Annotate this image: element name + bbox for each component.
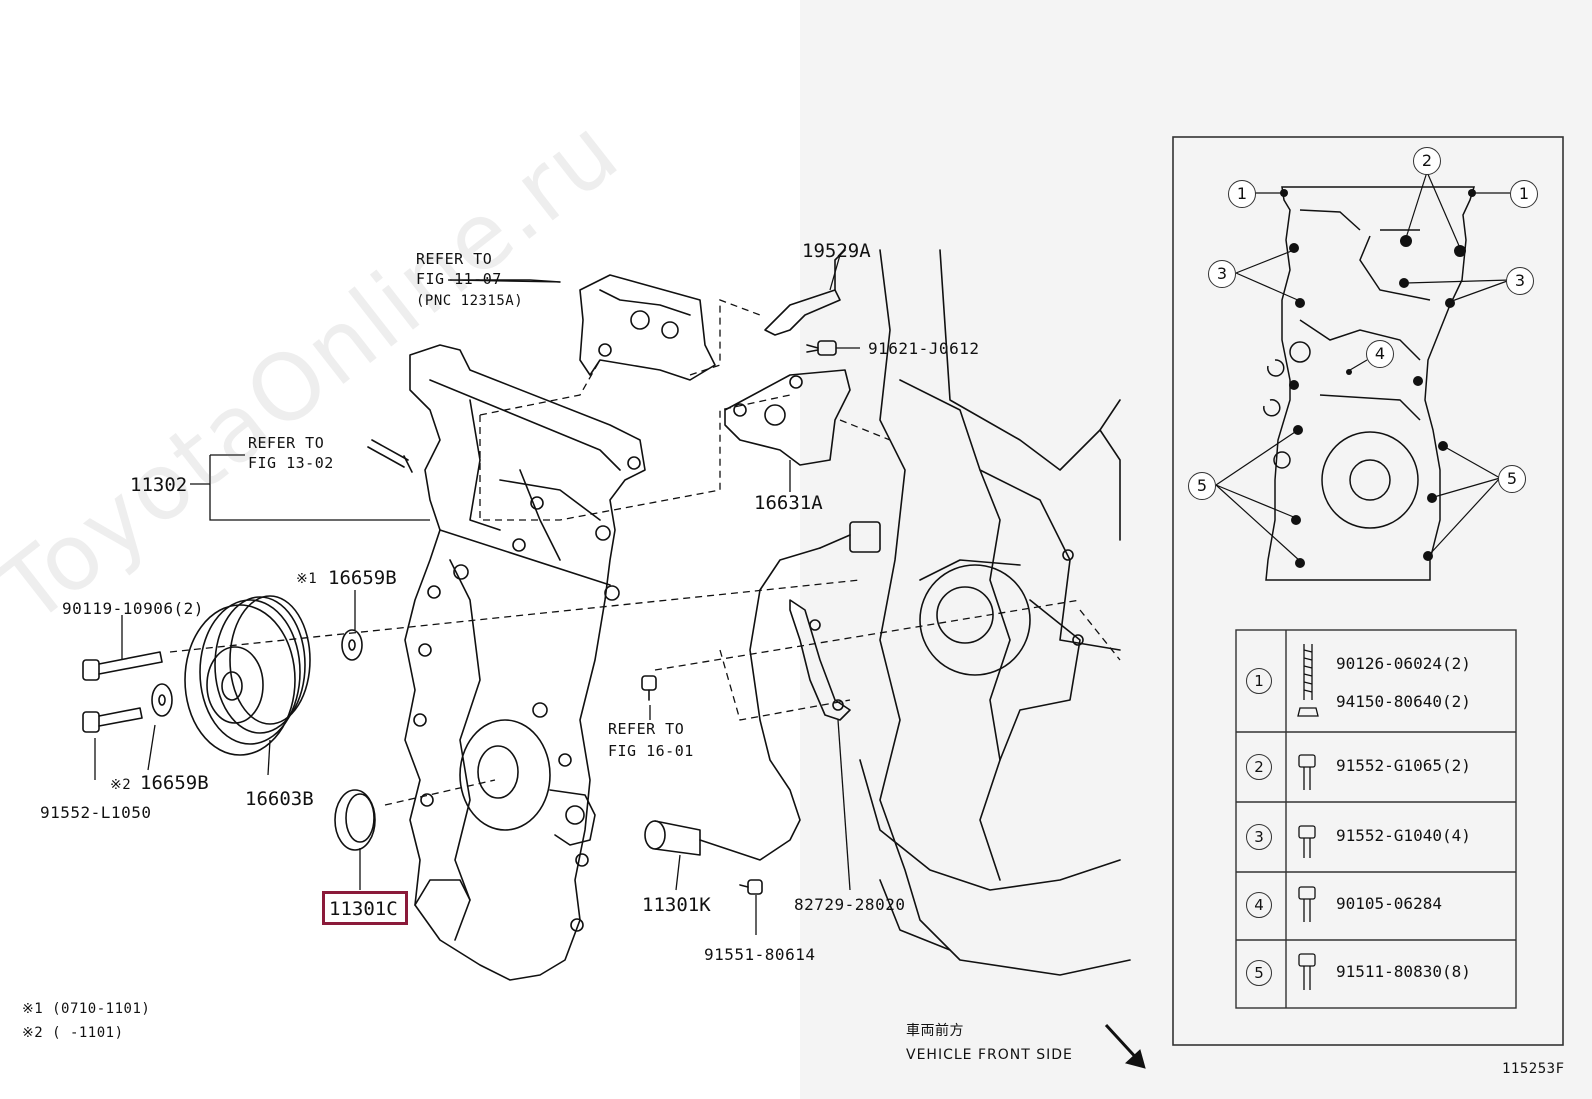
front-direction-arrow-icon — [1106, 1025, 1146, 1069]
refer-fig-11-07-line2[interactable]: FIG 11-07 — [416, 270, 502, 288]
part-11302[interactable]: 11302 — [130, 474, 188, 496]
diagram-code: 115253F — [1502, 1061, 1565, 1077]
legend-number-3: 3 — [1246, 824, 1272, 850]
part-11301C[interactable]: 11301C — [329, 898, 398, 920]
legend-row-1[interactable]: 1 90126-06024(2) 94150-80640(2) — [1236, 630, 1516, 732]
legend-part-94150-80640[interactable]: 94150-80640(2) — [1336, 692, 1471, 711]
callout-4[interactable]: 4 — [1366, 340, 1394, 368]
legend-part-90105-06284[interactable]: 90105-06284 — [1336, 894, 1442, 913]
vehicle-front-jp: 車両前方 — [906, 1023, 964, 1039]
part-82729-28020[interactable]: 82729-28020 — [794, 895, 906, 914]
legend-number-1: 1 — [1246, 668, 1272, 694]
part-91552-L1050[interactable]: 91552-L1050 — [40, 803, 152, 822]
part-11301K[interactable]: 11301K — [642, 894, 711, 916]
legend-row-4[interactable]: 4 90105-06284 — [1236, 872, 1516, 940]
part-91621-J0612[interactable]: 91621-J0612 — [868, 339, 980, 358]
note-1: ※1 (0710-1101) — [22, 1001, 151, 1017]
part-16603B[interactable]: 16603B — [245, 788, 314, 810]
legend-part-91511-80830[interactable]: 91511-80830(8) — [1336, 962, 1471, 981]
refer-fig-16-01-line2[interactable]: FIG 16-01 — [608, 742, 694, 760]
legend-row-3[interactable]: 3 91552-G1040(4) — [1236, 802, 1516, 872]
part-91551-80614[interactable]: 91551-80614 — [704, 945, 816, 964]
legend-number-2: 2 — [1246, 754, 1272, 780]
refer-fig-16-01-line1[interactable]: REFER TO — [608, 720, 685, 738]
mark-1: ※1 — [296, 571, 318, 587]
callout-1-left[interactable]: 1 — [1228, 180, 1256, 208]
part-16659B-washer-upper[interactable]: 16659B — [328, 567, 397, 589]
legend-part-90126-06024[interactable]: 90126-06024(2) — [1336, 654, 1471, 673]
refer-fig-11-07-line1[interactable]: REFER TO — [416, 250, 493, 268]
refer-fig-11-07-line3[interactable]: (PNC 12315A) — [416, 293, 524, 309]
legend-number-5: 5 — [1246, 960, 1272, 986]
callout-2[interactable]: 2 — [1413, 147, 1441, 175]
part-16659B-washer-lower[interactable]: 16659B — [140, 772, 209, 794]
legend-part-91552-G1040[interactable]: 91552-G1040(4) — [1336, 826, 1471, 845]
callout-1-right[interactable]: 1 — [1510, 180, 1538, 208]
mark-2: ※2 — [110, 777, 132, 793]
part-90119-10906[interactable]: 90119-10906(2) — [62, 599, 204, 618]
vehicle-front-en: VEHICLE FRONT SIDE — [906, 1047, 1073, 1063]
legend-row-5[interactable]: 5 91511-80830(8) — [1236, 940, 1516, 1008]
legend-row-2[interactable]: 2 91552-G1065(2) — [1236, 732, 1516, 802]
part-16631A[interactable]: 16631A — [754, 492, 823, 514]
callout-5-left[interactable]: 5 — [1188, 472, 1216, 500]
callout-3-left[interactable]: 3 — [1208, 260, 1236, 288]
callout-3-right[interactable]: 3 — [1506, 267, 1534, 295]
refer-fig-13-02-line2[interactable]: FIG 13-02 — [248, 454, 334, 472]
part-19529A[interactable]: 19529A — [802, 240, 871, 262]
highlighted-part-box[interactable]: 11301C — [322, 891, 408, 925]
callout-5-right[interactable]: 5 — [1498, 465, 1526, 493]
legend-number-4: 4 — [1246, 892, 1272, 918]
legend-part-91552-G1065[interactable]: 91552-G1065(2) — [1336, 756, 1471, 775]
refer-fig-13-02-line1[interactable]: REFER TO — [248, 434, 325, 452]
note-2: ※2 ( -1101) — [22, 1025, 124, 1041]
